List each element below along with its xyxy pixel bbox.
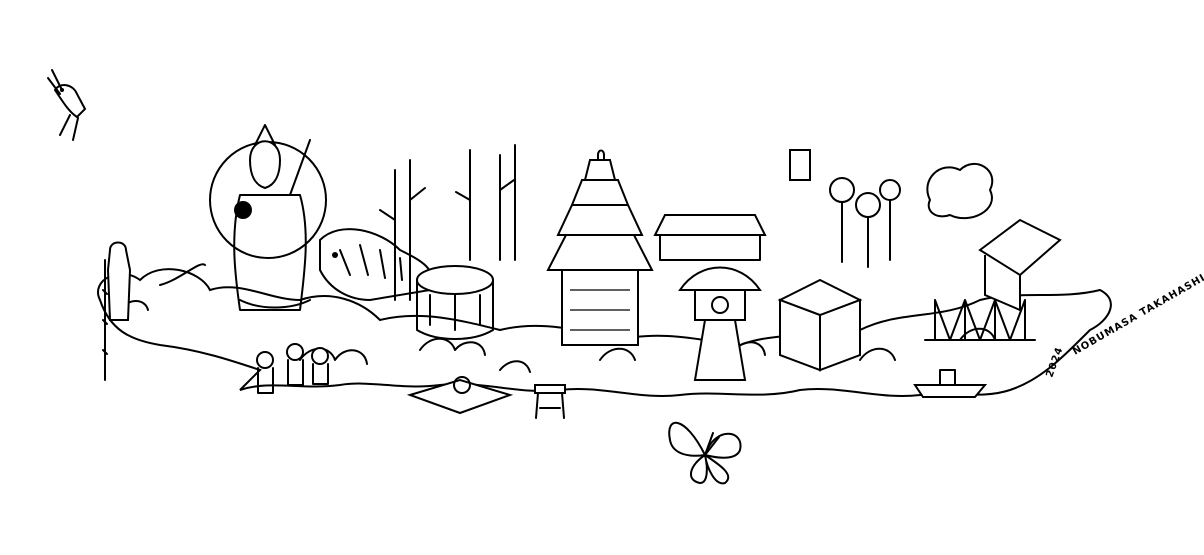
butterfly bbox=[668, 421, 742, 485]
house-box bbox=[777, 278, 863, 372]
stool bbox=[534, 384, 566, 419]
japanese-house bbox=[926, 163, 1062, 312]
kannon-figure bbox=[209, 124, 327, 311]
go-board bbox=[653, 214, 767, 261]
well bbox=[416, 265, 494, 340]
open-book bbox=[406, 376, 514, 415]
standing-figure bbox=[102, 241, 132, 381]
round-lanterns bbox=[789, 149, 901, 268]
bamboo-grove bbox=[379, 144, 516, 301]
bird bbox=[47, 69, 87, 141]
pagoda bbox=[546, 149, 654, 346]
ship bbox=[913, 369, 988, 398]
bridge bbox=[924, 299, 1036, 341]
stone-lantern bbox=[678, 266, 762, 381]
tiger bbox=[319, 228, 434, 302]
small-figures bbox=[159, 263, 329, 394]
